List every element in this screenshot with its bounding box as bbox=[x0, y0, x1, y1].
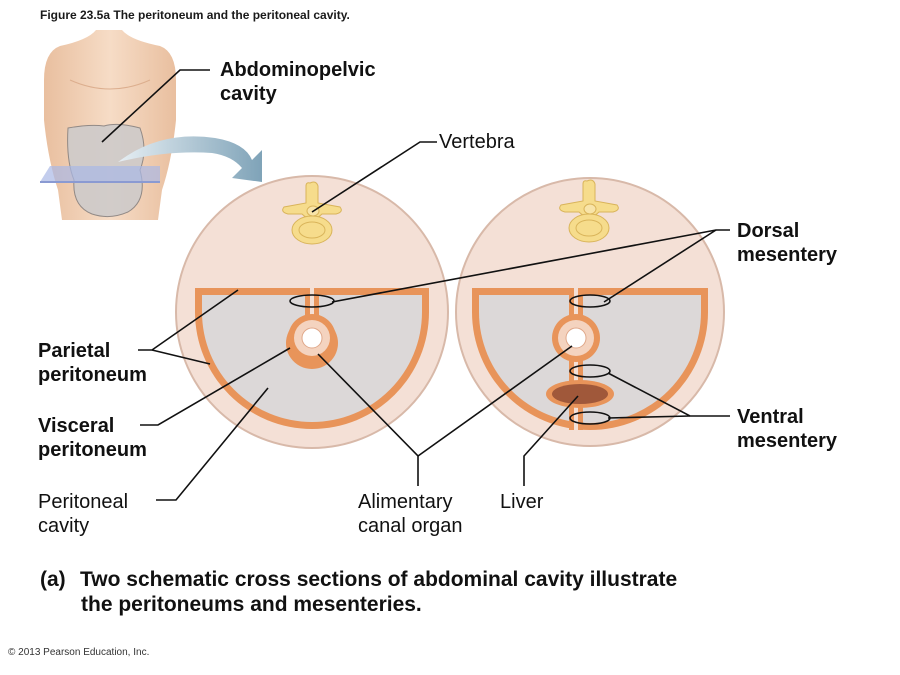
curved-arrow bbox=[118, 136, 262, 182]
label-alimentary-canal-organ: Alimentary canal organ bbox=[358, 491, 463, 537]
leader-dorsal-2 bbox=[603, 229, 717, 303]
vertebra-2 bbox=[559, 179, 619, 243]
label-parietal-peritoneum: Parietal peritoneum bbox=[38, 340, 147, 386]
cross-section-1 bbox=[175, 175, 449, 449]
leader-peritoneal-cavity bbox=[156, 387, 269, 501]
vertebra-1 bbox=[282, 181, 342, 245]
label-vertebra: Vertebra bbox=[439, 131, 515, 153]
figure-title: Figure 23.5a The peritoneum and the peri… bbox=[40, 8, 350, 22]
copyright-notice: © 2013 Pearson Education, Inc. bbox=[8, 647, 150, 658]
label-visceral-peritoneum: Visceral peritoneum bbox=[38, 415, 147, 461]
label-liver: Liver bbox=[500, 491, 544, 513]
leader-alimentary-2 bbox=[417, 345, 573, 457]
label-abdominopelvic-cavity: Abdominopelvic cavity bbox=[220, 59, 376, 105]
label-ventral-mesentery: Ventral mesentery bbox=[737, 406, 838, 452]
leader-liver bbox=[523, 395, 579, 486]
label-dorsal-mesentery: Dorsal mesentery bbox=[737, 220, 838, 266]
leader-lines bbox=[101, 69, 730, 501]
caption-line-2: the peritoneums and mesenteries. bbox=[81, 593, 422, 616]
leader-visceral bbox=[140, 347, 291, 426]
transverse-plane bbox=[40, 166, 160, 182]
leader-abdominopelvic bbox=[101, 69, 210, 143]
torso-illustration bbox=[40, 30, 176, 220]
leader-ventral-2 bbox=[607, 415, 691, 419]
label-peritoneal-cavity: Peritoneal cavity bbox=[38, 491, 129, 537]
leader-parietal-2 bbox=[151, 349, 211, 365]
caption-line-1: Two schematic cross sections of abdomina… bbox=[80, 568, 678, 591]
figure-caption: (a) Two schematic cross sections of abdom… bbox=[40, 567, 677, 617]
caption-letter: (a) bbox=[40, 568, 66, 591]
leader-vertebra bbox=[311, 141, 437, 213]
cross-section-2 bbox=[455, 177, 725, 447]
torso-chest-contour bbox=[69, 79, 151, 90]
